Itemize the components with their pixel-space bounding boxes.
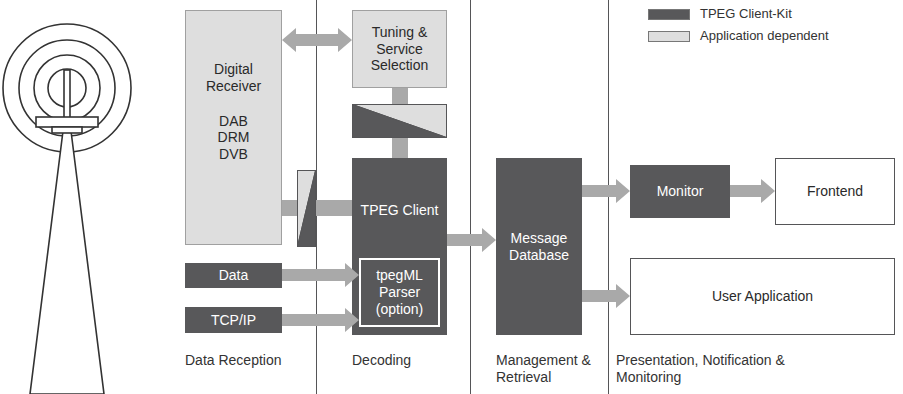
section-label: Data Reception [185,352,282,369]
flow-arrow [282,28,352,52]
parser-box: tpegML Parser (option) [359,258,440,327]
section-label: Management & Retrieval [496,352,602,386]
link-bar [282,200,352,216]
box-label: Message Database [500,230,578,264]
broadcast-antenna [3,24,131,394]
box-label: Tuning & Service Selection [357,24,442,74]
box-label: Digital Receiver [202,61,266,95]
flow-arrow [282,308,359,332]
application-box: User Application [630,258,895,335]
input-box: TCP/IP [185,307,282,333]
tuning-box: Tuning & Service Selection [352,10,447,88]
box-label: User Application [712,288,813,305]
interface-converter [353,105,447,138]
section-label: Decoding [352,352,411,369]
box-sublabel: DAB DRM DVB [214,113,254,163]
receiver-box: Digital ReceiverDAB DRM DVB [185,10,282,245]
database-box: Message Database [496,158,582,335]
frontend-box: Frontend [775,158,895,225]
box-label: Frontend [807,183,863,200]
box-label: TCP/IP [211,312,256,329]
interface-converter [298,171,316,247]
legend-text: Application dependent [700,28,829,44]
monitor-box: Monitor [630,165,730,218]
client-box: TPEG Client tpegML Parser (option) [352,158,447,335]
flow-arrow [582,284,630,308]
box-label: tpegML Parser (option) [365,267,434,317]
box-label: TPEG Client [361,202,439,219]
legend-swatch [648,9,690,20]
flow-arrow [282,263,359,287]
flow-arrow [582,179,630,203]
legend-swatch [648,31,690,42]
flow-arrow [447,228,496,252]
box-label: Monitor [657,183,704,200]
section-dividers [317,0,609,394]
input-box: Data [185,263,282,288]
box-label: Data [219,267,249,284]
flow-arrow [730,179,775,203]
section-label: Presentation, Notification & Monitoring [616,352,816,386]
legend-text: TPEG Client-Kit [700,6,792,22]
